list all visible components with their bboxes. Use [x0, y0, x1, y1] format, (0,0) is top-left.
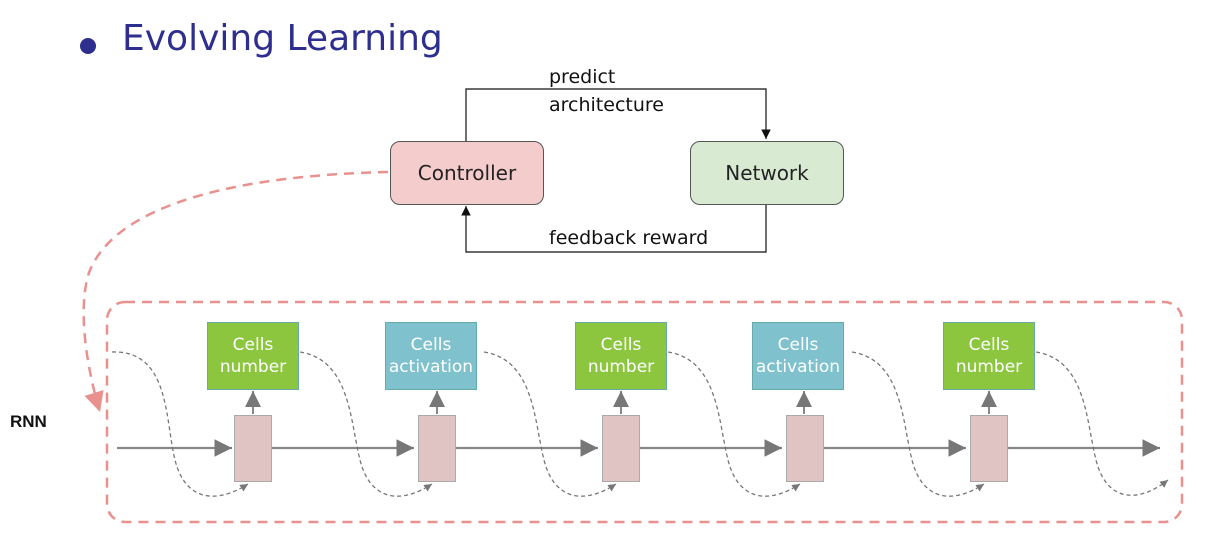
- rnn-unit: [970, 415, 1008, 482]
- cell-box-number: Cells number: [575, 322, 667, 390]
- rnn-unit: [234, 415, 272, 482]
- predict-edge: [465, 88, 771, 141]
- page-title: Evolving Learning: [122, 18, 443, 59]
- rnn-unit: [418, 415, 456, 482]
- rnn-label: RNN: [10, 412, 47, 431]
- controller-node: Controller: [390, 141, 544, 205]
- edge-label-feedback: feedback reward: [549, 227, 709, 249]
- title-bullet: [80, 38, 96, 54]
- rnn-unit: [786, 415, 824, 482]
- feedback-edge: [461, 204, 767, 253]
- cell-box-activation: Cells activation: [752, 322, 844, 390]
- edge-label-architecture: architecture: [549, 94, 664, 116]
- cell-box-activation: Cells activation: [385, 322, 477, 390]
- network-node: Network: [690, 141, 844, 205]
- cell-box-number: Cells number: [943, 322, 1035, 390]
- cell-box-number: Cells number: [207, 322, 299, 390]
- rnn-outline: [105, 300, 1184, 524]
- edge-label-predict: predict: [549, 66, 616, 88]
- rnn-unit: [602, 415, 640, 482]
- controller-rnn-link: [82, 170, 389, 413]
